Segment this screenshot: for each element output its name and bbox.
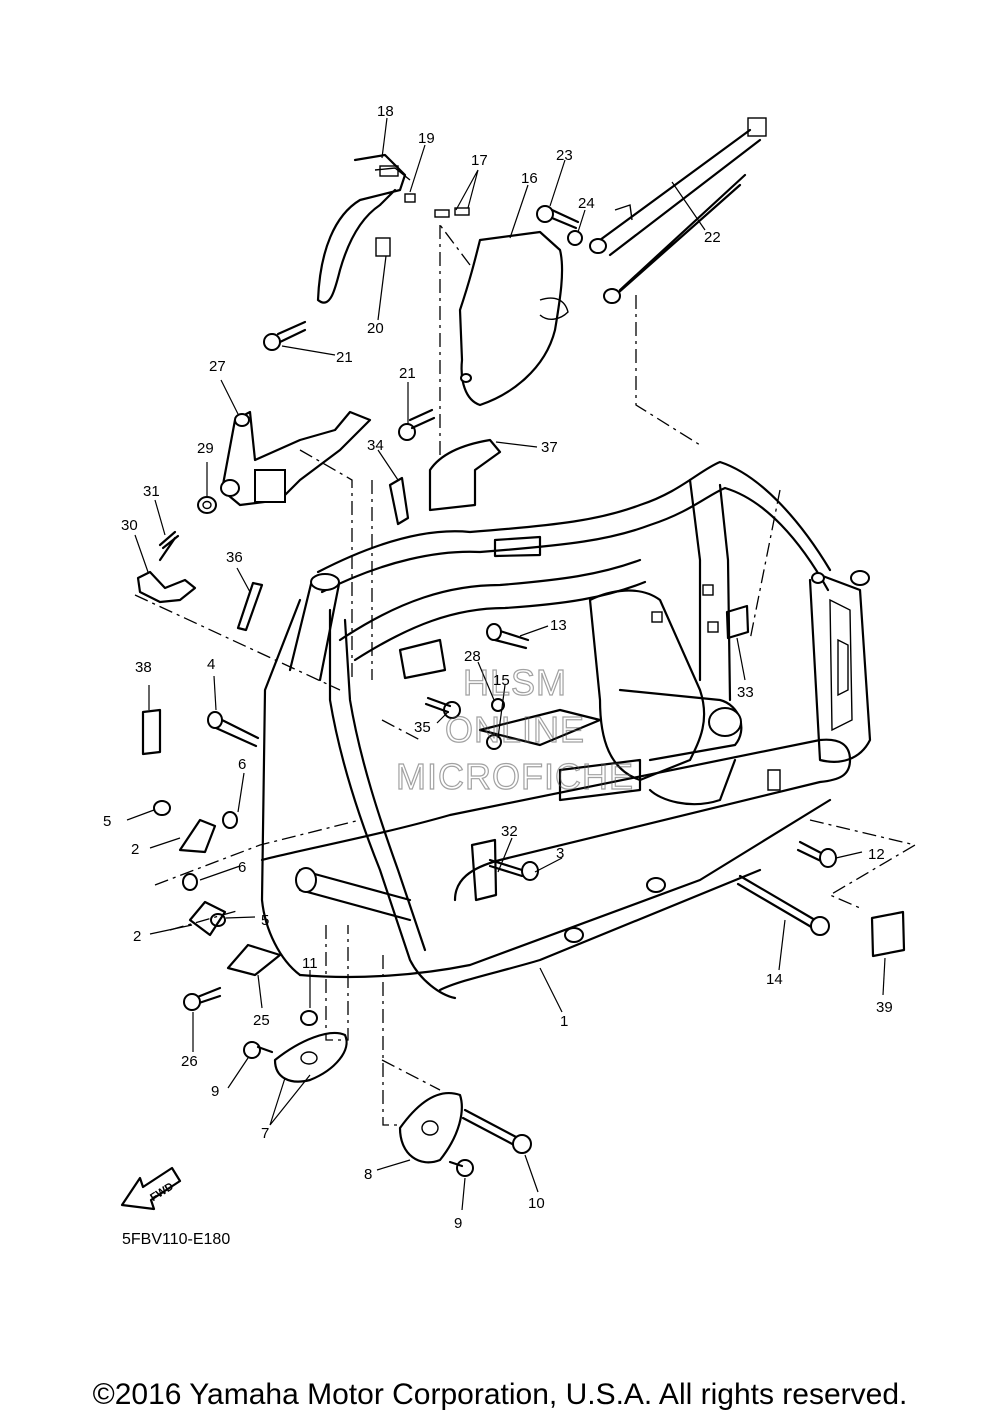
callout-24: 24 [578, 195, 595, 212]
callout-2b: 2 [133, 928, 141, 945]
tension-rod-22 [589, 117, 767, 304]
pad-36 [236, 581, 264, 632]
callout-16: 16 [521, 170, 538, 187]
callout-5b: 5 [261, 912, 269, 929]
fasteners [153, 205, 837, 1177]
copyright-notice: ©2016 Yamaha Motor Corporation, U.S.A. A… [92, 1378, 908, 1411]
callout-31: 31 [143, 483, 160, 500]
callout-8: 8 [364, 1166, 372, 1183]
watermark-line-1: HLSM [463, 662, 567, 703]
callout-3: 3 [556, 845, 564, 862]
callout-18: 18 [377, 103, 394, 120]
callout-23: 23 [556, 147, 573, 164]
callout-15: 15 [493, 672, 510, 689]
watermark-line-3: MICROFICHE [396, 756, 634, 797]
callout-2a: 2 [131, 841, 139, 858]
callout-33: 33 [737, 684, 754, 701]
main-frame [260, 460, 872, 1000]
callout-14: 14 [766, 971, 783, 988]
callout-10: 10 [528, 1195, 545, 1212]
callout-36: 36 [226, 549, 243, 566]
side-cover-bracket-18 [316, 153, 416, 304]
callout-labels: 18 19 17 16 23 24 22 20 21 21 27 37 34 2… [103, 103, 893, 1232]
callout-5a: 5 [103, 813, 111, 830]
callout-38: 38 [135, 659, 152, 676]
callout-27: 27 [209, 358, 226, 375]
callout-26: 26 [181, 1053, 198, 1070]
callout-39: 39 [876, 999, 893, 1016]
bracket-27 [220, 410, 372, 507]
damper-34 [388, 476, 410, 526]
labels-33-38-39 [141, 604, 906, 958]
callout-17: 17 [471, 152, 488, 169]
assembly-guide-lines [134, 224, 917, 1126]
callout-4: 4 [207, 656, 215, 673]
callout-9b: 9 [454, 1215, 462, 1232]
callout-20: 20 [367, 320, 384, 337]
callout-34: 34 [367, 437, 384, 454]
grommet-29 [197, 496, 217, 514]
watermark: HLSM ONLINE MICROFICHE [395, 661, 634, 797]
callout-25: 25 [253, 1012, 270, 1029]
fwd-arrow-icon: FWD [120, 1166, 182, 1211]
cover-37 [428, 438, 502, 512]
callout-6a: 6 [238, 756, 246, 773]
callout-37: 37 [541, 439, 558, 456]
callout-21a: 21 [336, 349, 353, 366]
callout-1: 1 [560, 1013, 568, 1030]
callout-11: 11 [302, 955, 318, 972]
callout-32: 32 [501, 823, 518, 840]
callout-30: 30 [121, 517, 138, 534]
callout-21b: 21 [399, 365, 416, 382]
cover-16 [434, 207, 569, 407]
callout-22: 22 [704, 229, 721, 246]
engine-brackets [178, 818, 498, 1164]
callout-35: 35 [414, 719, 431, 736]
watermark-line-2: ONLINE [445, 709, 585, 750]
callout-9a: 9 [211, 1083, 219, 1100]
callout-29: 29 [197, 440, 214, 457]
fwd-label: FWD [148, 1181, 176, 1204]
callout-6b: 6 [238, 859, 246, 876]
callout-28: 28 [464, 648, 481, 665]
leader-lines [126, 117, 886, 1211]
callout-19: 19 [418, 130, 435, 147]
drawing-code: 5FBV110-E180 [122, 1231, 230, 1248]
callout-7: 7 [261, 1125, 269, 1142]
callout-12: 12 [868, 846, 885, 863]
callout-13: 13 [550, 617, 567, 634]
